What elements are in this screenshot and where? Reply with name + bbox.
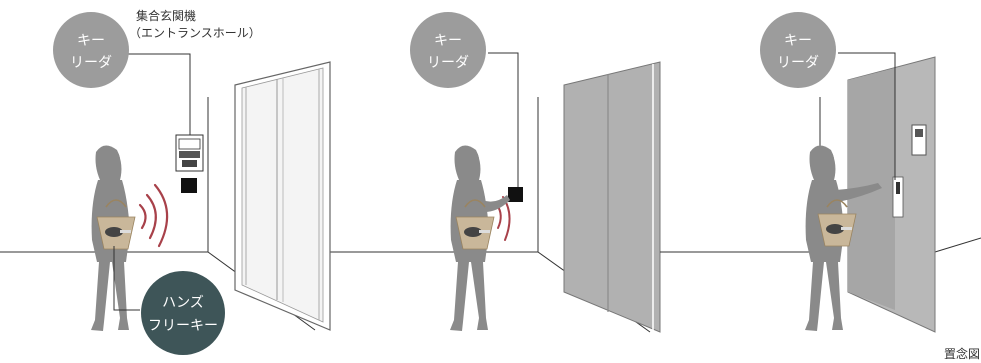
handsfree-label-line1: ハンズ: [162, 295, 204, 311]
glass-door: [235, 62, 330, 330]
panel-entrance-hall: キー リーダ 集合玄関機 （エントランスホール） ハンズ フリーキー: [0, 8, 430, 355]
device-label-line1: 集合玄関機: [136, 8, 196, 23]
footer-note: 置念図: [944, 346, 980, 361]
gray-door: [564, 62, 660, 332]
key-reader-label-line1: キー: [77, 33, 105, 49]
key-reader-device: [181, 178, 197, 193]
key-reader-badge: キー リーダ: [410, 12, 486, 88]
key-reader-label-line2: リーダ: [777, 55, 819, 71]
key-reader-badge: キー リーダ: [53, 12, 129, 88]
device-label-line2: （エントランスホール）: [129, 26, 261, 40]
handsfree-key-badge: ハンズ フリーキー: [141, 271, 225, 355]
key-reader-label-line1: キー: [784, 33, 812, 49]
radio-waves-icon: [140, 185, 167, 246]
key-reader-label-line1: キー: [434, 33, 462, 49]
key-reader-device: [508, 187, 523, 202]
badge-connector-line: [126, 54, 190, 135]
handsfree-label-line2: フリーキー: [148, 318, 218, 334]
entrance-intercom-device: [176, 135, 203, 171]
key-reader-badge: キー リーダ: [760, 12, 836, 88]
badge-connector-line: [488, 53, 518, 190]
key-reader-label-line2: リーダ: [427, 55, 469, 71]
key-reader-label-line2: リーダ: [70, 55, 112, 71]
floor-line: [935, 238, 981, 252]
panel-residence-door: キー リーダ 置念図: [660, 12, 981, 361]
panel-inner-door: キー リーダ: [410, 12, 760, 332]
